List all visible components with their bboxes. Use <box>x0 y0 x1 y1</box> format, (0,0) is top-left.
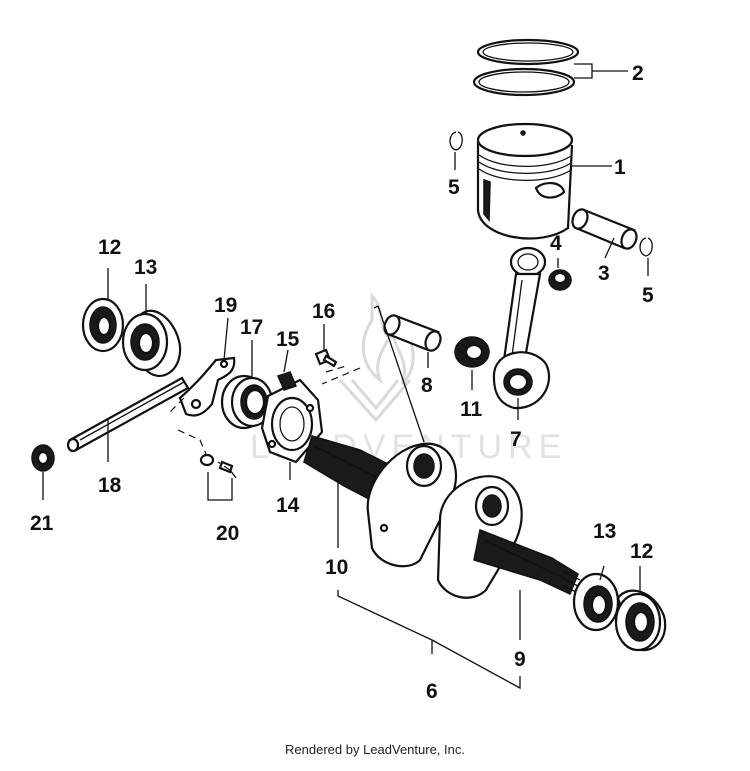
key <box>276 371 298 391</box>
bracket <box>178 356 236 417</box>
callout-13-left: 13 <box>134 256 157 279</box>
piston-pin <box>571 208 638 250</box>
credit-text: Rendered by LeadVenture, Inc. <box>285 742 465 757</box>
callout-18: 18 <box>98 474 122 497</box>
screw-20a <box>199 453 215 467</box>
piston <box>476 122 574 240</box>
callout-4: 4 <box>550 232 562 255</box>
callout-21: 21 <box>30 512 54 535</box>
callout-19: 19 <box>214 294 237 317</box>
callout-8: 8 <box>421 374 433 397</box>
callout-11: 11 <box>460 398 483 421</box>
ball-bearing-left <box>121 309 182 377</box>
callout-13-right: 13 <box>593 520 616 543</box>
callout-5-right: 5 <box>642 284 654 307</box>
crankshaft-left-half <box>303 435 458 568</box>
connecting-rod <box>492 246 551 410</box>
oil-seal-right <box>614 589 667 652</box>
bolt-16 <box>314 348 338 368</box>
callout-12-left: 12 <box>98 236 121 259</box>
callout-labels: 2 1 5 4 3 5 12 13 19 17 15 16 8 11 7 18 … <box>30 62 654 703</box>
ball-bearing-right <box>572 572 620 632</box>
screw-20b <box>218 460 237 479</box>
circlip-upper <box>449 131 463 151</box>
callout-10: 10 <box>325 556 348 579</box>
big-end-bearing <box>454 336 490 368</box>
crankshaft-right-half <box>436 475 581 599</box>
callout-2: 2 <box>632 62 644 85</box>
nut <box>31 444 55 472</box>
leader-lines <box>42 63 649 690</box>
callout-14: 14 <box>276 494 300 517</box>
small-end-bearing <box>548 269 572 291</box>
assembly-lines <box>169 365 361 471</box>
callout-7: 7 <box>510 428 522 451</box>
callout-12-right: 12 <box>630 540 653 563</box>
piston-rings <box>472 38 580 97</box>
callout-17: 17 <box>240 316 263 339</box>
callout-1: 1 <box>614 156 626 179</box>
bearing-housing <box>260 378 324 464</box>
oil-seal-left <box>81 297 125 353</box>
callout-6: 6 <box>426 680 438 703</box>
crank-pin <box>383 314 442 352</box>
seal-ring <box>220 374 274 430</box>
circlip-right <box>639 237 653 257</box>
callout-15: 15 <box>276 328 300 351</box>
callout-20: 20 <box>216 522 239 545</box>
callout-3: 3 <box>598 262 610 285</box>
callout-9: 9 <box>514 648 526 671</box>
callout-5-upper: 5 <box>448 176 460 199</box>
drive-shaft <box>66 376 190 453</box>
callout-16: 16 <box>312 300 335 323</box>
